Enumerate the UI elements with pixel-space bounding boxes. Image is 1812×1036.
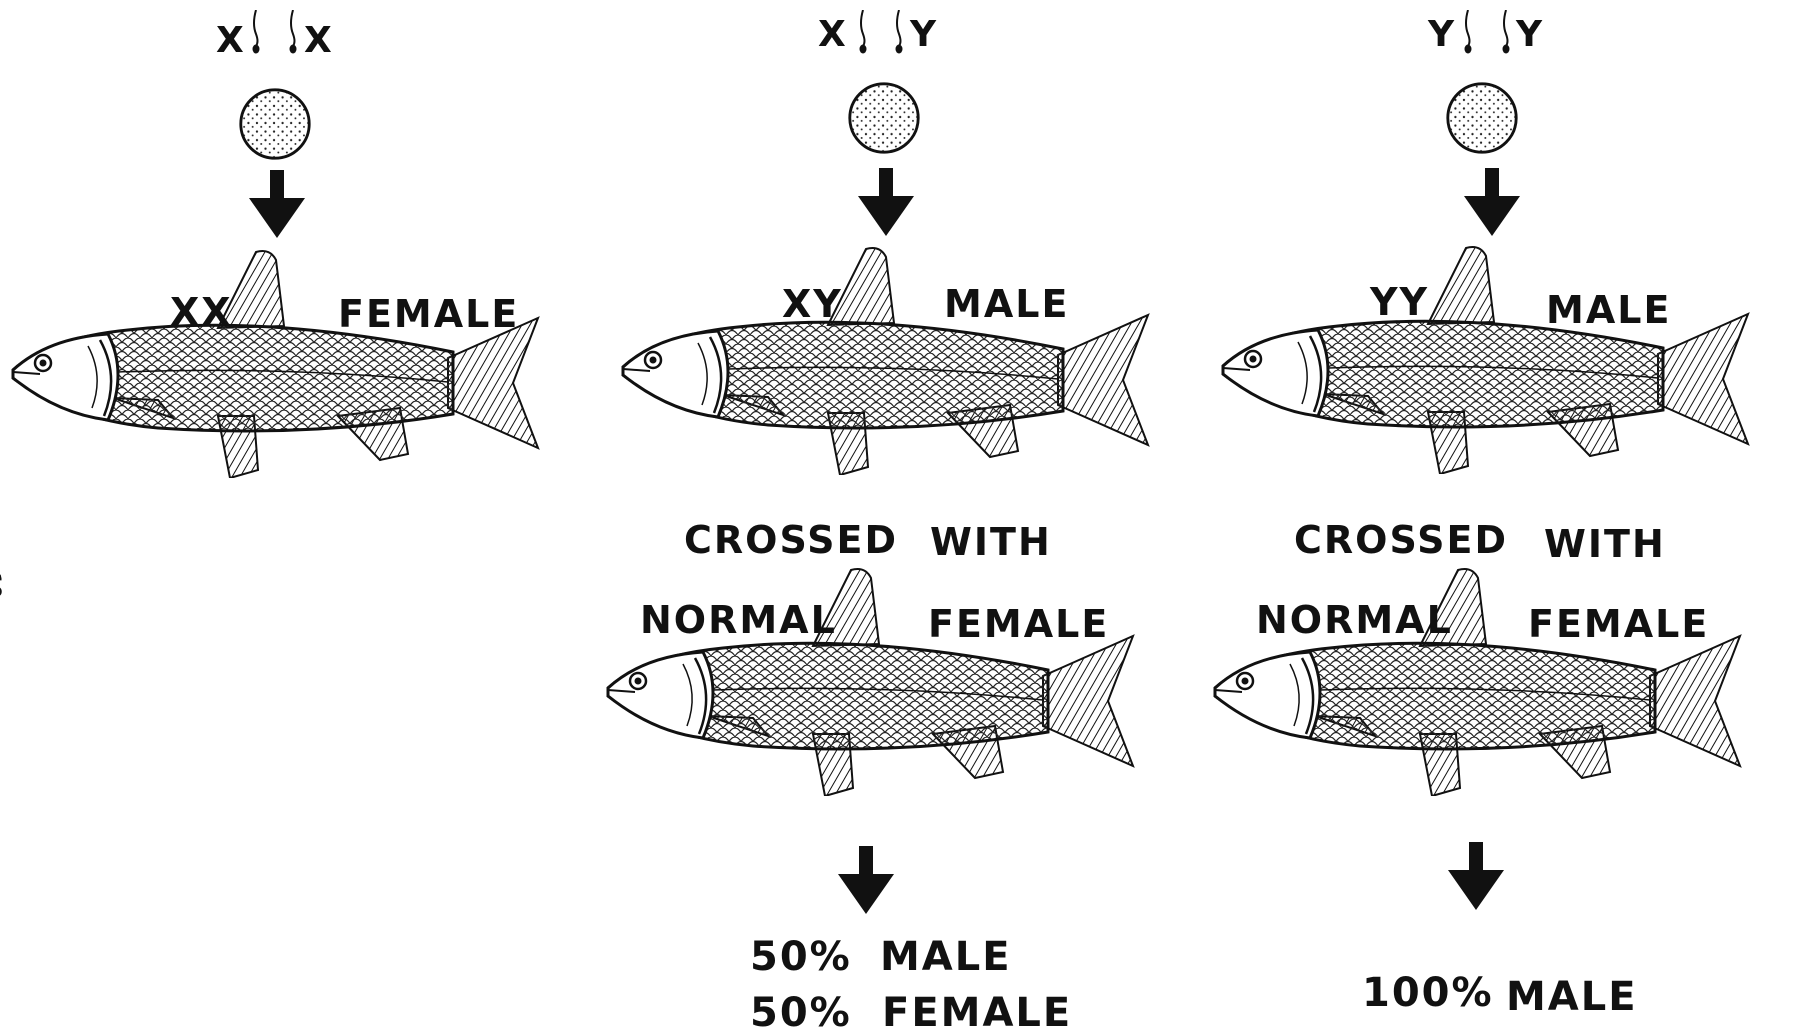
sperm-icon xyxy=(896,10,903,54)
fish-yy-male xyxy=(1223,247,1748,474)
result-percent-1: 100% xyxy=(1362,970,1494,1016)
result-sex-2: FEMALE xyxy=(882,990,1072,1036)
egg-cell-icon xyxy=(1448,84,1516,152)
partner-right-label: FEMALE xyxy=(1528,602,1709,646)
sperm-icon xyxy=(290,10,297,54)
with-label: WITH xyxy=(930,520,1052,564)
gamete-right-label: Y xyxy=(1516,14,1544,55)
result-percent-2: 50% xyxy=(750,990,852,1036)
result-sex-1: MALE xyxy=(1506,974,1638,1020)
fish-xx-female xyxy=(13,251,538,478)
down-arrow-icon xyxy=(858,168,914,236)
egg-cell-icon xyxy=(850,84,918,152)
sex-label: MALE xyxy=(1546,288,1671,332)
column-1-graphics xyxy=(13,10,538,478)
genotype-label: XY xyxy=(782,282,843,326)
egg-cell-icon xyxy=(241,90,309,158)
result-sex-1: MALE xyxy=(880,934,1012,980)
partner-left-label: NORMAL xyxy=(640,598,837,642)
down-arrow-icon xyxy=(249,170,305,238)
down-arrow-icon xyxy=(1464,168,1520,236)
genotype-label: XX xyxy=(170,290,233,334)
partner-right-label: FEMALE xyxy=(928,602,1109,646)
genotype-label: YY xyxy=(1370,280,1429,324)
crossed-label: CROSSED xyxy=(1294,518,1508,562)
partner-left-label: NORMAL xyxy=(1256,598,1453,642)
result-percent-1: 50% xyxy=(750,934,852,980)
gamete-left-label: X xyxy=(216,20,246,61)
sperm-icon xyxy=(860,10,867,54)
down-arrow-icon xyxy=(838,846,894,914)
sex-label: FEMALE xyxy=(338,292,519,336)
column-2-graphics xyxy=(608,10,1148,914)
with-label: WITH xyxy=(1544,522,1666,566)
sex-label: MALE xyxy=(944,282,1069,326)
gamete-left-label: X xyxy=(818,14,848,55)
column-3-graphics xyxy=(1215,10,1748,910)
sperm-icon xyxy=(1465,10,1472,54)
gamete-left-label: Y xyxy=(1428,14,1456,55)
gamete-right-label: Y xyxy=(910,14,938,55)
gamete-right-label: X xyxy=(304,20,334,61)
page-number: 19 xyxy=(0,572,4,599)
sperm-icon xyxy=(1503,10,1510,54)
crossed-label: CROSSED xyxy=(684,518,898,562)
sperm-icon xyxy=(253,10,260,54)
down-arrow-icon xyxy=(1448,842,1504,910)
